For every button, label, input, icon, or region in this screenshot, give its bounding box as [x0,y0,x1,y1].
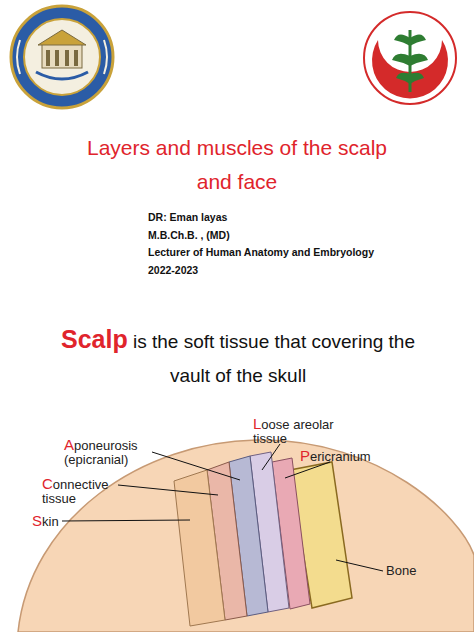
slide-title: Layers and muscles of the scalp and face [70,131,404,199]
scalp-illustration [18,440,474,632]
layer-label: Bone [386,564,436,578]
layer-label: Skin [32,514,72,529]
faculty-logo [364,12,456,104]
layer-label: Aponeurosis (epicranial) [64,438,156,467]
layer-label: Pericranium [300,449,400,464]
definition-sentence: Scalp is the soft tissue that covering t… [52,322,424,393]
highlight-word: Scalp [61,325,128,353]
layer-label: Connective tissue [42,477,122,506]
author-line: M.B.Ch.B. , (MD) [148,229,230,242]
university-logo [11,6,113,108]
author-line: 2022-2023 [148,264,198,277]
author-line: Lecturer of Human Anatomy and Embryology [148,246,374,259]
author-line: DR: Eman layas [148,211,227,224]
definition-text: is the soft tissue that covering the vau… [133,331,415,386]
layer-label: Loose areolar tissue [253,417,339,446]
